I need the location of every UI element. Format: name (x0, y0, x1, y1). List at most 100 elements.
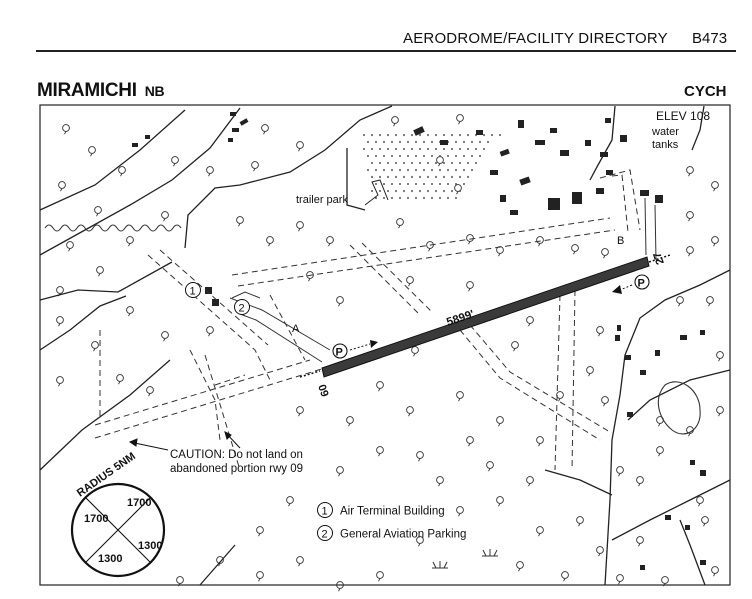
water-tanks-label: tanks (652, 139, 679, 151)
tree-icon (376, 446, 384, 457)
swamp-dot (475, 162, 477, 164)
parking-letter: P (336, 347, 343, 359)
swamp-dot (419, 162, 421, 164)
runway-end-27: 27 (651, 250, 666, 266)
tree-icon (256, 571, 264, 582)
swamp-dot (407, 141, 409, 143)
swamp-dot (411, 162, 413, 164)
swamp-dot (419, 190, 421, 192)
swamp-dot (363, 134, 365, 136)
swamp-dot (407, 169, 409, 171)
tree-icon (62, 124, 70, 135)
tree-icon (711, 236, 719, 247)
marker-air-terminal: 1 (185, 282, 201, 298)
swamp-dot (467, 162, 469, 164)
tree-icon (466, 281, 474, 292)
swamp-dot (379, 134, 381, 136)
tree-icon (411, 346, 419, 357)
abandoned-pavement (94, 169, 641, 471)
swamp-dot (479, 141, 481, 143)
swamp-dot (455, 183, 457, 185)
swamp-dot (471, 169, 473, 171)
tree-icon (206, 326, 214, 337)
swamp-dot (435, 148, 437, 150)
swamp-dot (379, 190, 381, 192)
tree-icon (686, 211, 694, 222)
swamp-dot (447, 197, 449, 199)
tree-icon (586, 366, 594, 377)
runway (299, 254, 671, 378)
swamp-dot (371, 148, 373, 150)
tree-icon (296, 141, 304, 152)
quadrant-top-left: 1700 (84, 513, 108, 525)
tree-icon (456, 506, 464, 517)
tree-icon (536, 436, 544, 447)
tree-icon (126, 306, 134, 317)
pond (657, 381, 701, 435)
tree-icon (676, 296, 684, 307)
tree-icon (126, 236, 134, 247)
tree-icon (336, 466, 344, 477)
tree-icon (456, 114, 464, 125)
quadrant-top-right: 1700 (127, 497, 151, 509)
swamp-dot (463, 169, 465, 171)
swamp-dot (415, 197, 417, 199)
parking-symbol-east: P (612, 274, 650, 294)
swamp-dot (415, 183, 417, 185)
legend-item-number: 2 (322, 529, 328, 541)
tree-icon (601, 396, 609, 407)
trailer-park-label: trailer park (296, 194, 348, 206)
swamp-dot (399, 197, 401, 199)
swamp-dot (443, 148, 445, 150)
swamp-dot (447, 169, 449, 171)
tree-icon (636, 536, 644, 547)
marker-general-aviation: 2 (234, 299, 250, 315)
swamp-dot (379, 148, 381, 150)
tree-icon (686, 246, 694, 257)
swamp-dot (407, 183, 409, 185)
swamp-dot (491, 134, 493, 136)
swamp-dot (395, 190, 397, 192)
tree-icon (391, 116, 399, 127)
swamp-dot (383, 197, 385, 199)
tree-icon (526, 476, 534, 487)
swamp-dot (447, 183, 449, 185)
taxiway-b-label: B (617, 235, 624, 247)
swamp-dot (371, 134, 373, 136)
tree-icon (686, 166, 694, 177)
swamp-dot (391, 183, 393, 185)
swamp-dot (419, 176, 421, 178)
tree-icon (266, 236, 274, 247)
aerodrome-city: MIRAMICHI (37, 80, 137, 101)
swamp-dot (415, 155, 417, 157)
swamp-dot (439, 169, 441, 171)
tree-icon (56, 316, 64, 327)
tree-icon (536, 526, 544, 537)
marker-1-number: 1 (190, 286, 196, 298)
caution-note: CAUTION: Do not land on (170, 449, 303, 461)
swamp-dot (371, 176, 373, 178)
tree-icon (636, 476, 644, 487)
swamp-dot (399, 183, 401, 185)
legend-item-air-terminal: 1 Air Terminal Building (317, 502, 445, 518)
swamp-dot (455, 197, 457, 199)
swamp-dot (483, 134, 485, 136)
tree-icon (696, 496, 704, 507)
swamp-dot (375, 169, 377, 171)
swamp-dot (383, 183, 385, 185)
swamp-dot (443, 176, 445, 178)
swamp-dot (439, 183, 441, 185)
swamp-dot (415, 169, 417, 171)
swamp-dot (435, 162, 437, 164)
swamp-dot (387, 148, 389, 150)
swamp-dot (451, 162, 453, 164)
tree-icon (436, 476, 444, 487)
tree-icon (376, 571, 384, 582)
swamp-dot (439, 197, 441, 199)
tree-icon (261, 124, 269, 135)
swamp-dot (411, 134, 413, 136)
swamp-area (363, 134, 501, 199)
tree-icon (711, 181, 719, 192)
swamp-dot (451, 148, 453, 150)
